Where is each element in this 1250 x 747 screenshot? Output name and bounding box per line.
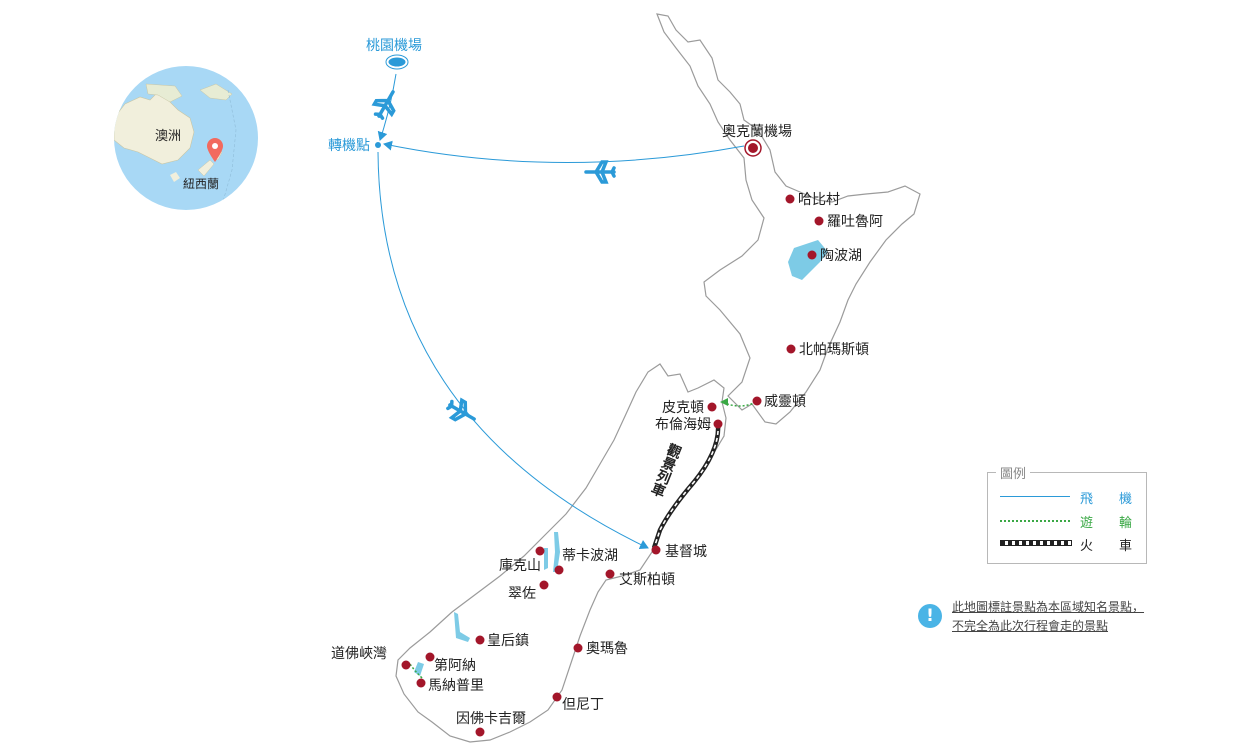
place-label-twizel: 翠佐 [508,586,536,602]
place-marker [752,396,762,406]
place-marker [539,580,549,590]
exclamation-icon: ! [918,604,942,628]
map-legend: 圖例 飛機 遊輪 火車 [987,463,1147,564]
flight-path-auckland-transfer [383,140,745,163]
airplane-icon [371,90,396,120]
place-label-rotorua: 羅吐魯阿 [827,214,883,230]
place-marker [573,643,583,653]
place-marker [605,569,615,579]
legend-label: 遊輪 [1080,516,1159,531]
train-line-swatch [1000,540,1072,546]
ferry-line-swatch [1000,520,1070,522]
place-marker [425,652,435,662]
auckland-airport-marker [744,139,762,157]
north-island [656,13,921,425]
place-marker [713,419,723,429]
place-label-te-anau: 第阿納 [434,657,476,674]
legend-label: 飛機 [1080,492,1159,507]
train-route [651,423,721,549]
place-label-manapouri: 馬納普里 [428,678,484,694]
legend-item-train: 火車 [998,534,1138,554]
place-marker [554,565,564,575]
lake-pukaki-shape [544,548,548,570]
flight-line-swatch [1000,496,1070,497]
place-label-oamaru: 奧瑪魯 [586,641,628,657]
lake-wakatipu-shape [454,612,470,642]
place-label-blenheim: 布倫海姆 [655,417,711,433]
place-marker [475,727,485,737]
place-marker [707,402,717,412]
place-label-doubtful-sound: 道佛峽灣 [331,646,387,662]
lake-taupo-shape [788,240,828,280]
inset-region-label: 澳洲 [155,128,181,144]
airplane-icon [584,160,616,184]
place-label-dunedin: 但尼丁 [562,697,604,713]
ferry-route-fiord [409,663,423,679]
place-label-christchurch: 基督城 [665,543,707,560]
place-marker [786,344,796,354]
note-line-2: 不完全為此次行程會走的景點 [952,619,1109,633]
place-markers [401,194,824,737]
map-note: ! 此地圖標註景點為本區域知名景點， 不完全為此次行程會走的景點 [918,598,1188,638]
place-marker [475,635,485,645]
place-label-wellington: 威靈頓 [764,394,806,410]
place-label-palmerston-north: 北帕瑪斯頓 [799,342,869,358]
place-label-taupo: 陶波湖 [820,248,862,264]
flight-path-transfer-christchurch [377,151,649,550]
legend-label: 火車 [1080,539,1159,554]
note-text: 此地圖標註景點為本區域知名景點， 不完全為此次行程會走的景點 [952,598,1144,636]
inset-globe: 澳洲 紐西蘭 [114,66,258,210]
place-label-mount-cook: 庫克山 [499,557,541,574]
place-label-ashburton: 艾斯柏頓 [619,572,675,588]
place-label-lake-tekapo: 蒂卡波湖 [562,548,618,564]
place-marker [535,546,545,556]
place-marker [416,678,426,688]
place-label-invercargill: 因佛卡吉爾 [456,711,526,727]
place-marker [785,194,795,204]
transfer-point-label: 轉機點 [328,138,370,154]
place-label-queenstown: 皇后鎮 [487,633,529,649]
airplane-icon [446,397,476,422]
origin-airport-marker [387,56,407,68]
transfer-point-marker [375,142,381,148]
place-marker [401,660,411,670]
inset-country-label: 紐西蘭 [183,177,219,191]
place-marker [814,216,824,226]
place-marker [552,692,562,702]
legend-item-flight: 飛機 [998,487,1138,507]
auckland-airport-label: 奧克蘭機場 [722,124,792,140]
place-label-picton: 皮克頓 [662,400,704,416]
place-marker [807,250,817,260]
place-label-hobbiton: 哈比村 [798,192,840,208]
legend-item-ferry: 遊輪 [998,511,1138,531]
legend-title: 圖例 [996,463,1031,482]
lake-tekapo-shape [553,532,560,572]
lake-teanau-shape [414,662,424,676]
origin-airport-label: 桃園機場 [366,38,422,54]
location-pin-icon [207,138,223,162]
place-marker [651,545,661,555]
note-line-1: 此地圖標註景點為本區域知名景點， [952,600,1145,614]
